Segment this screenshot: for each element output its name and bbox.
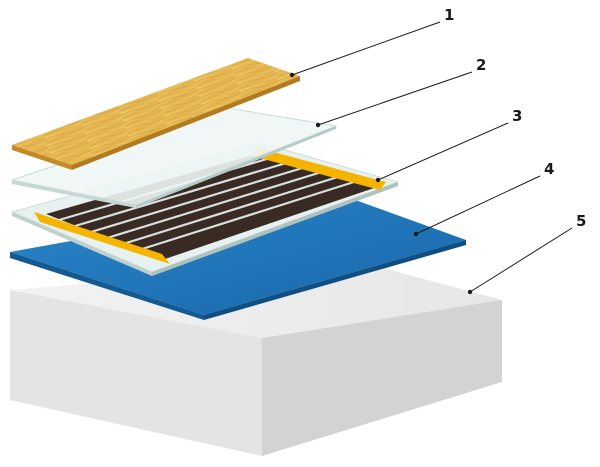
callout-number-5: 5 — [576, 212, 586, 230]
leader-5 — [469, 227, 573, 293]
insulation-layer — [10, 193, 466, 320]
leader-4 — [415, 175, 541, 235]
laminate-top-face — [12, 58, 300, 165]
callout-number-2: 2 — [476, 56, 486, 74]
concrete-side-face — [262, 300, 502, 456]
laminate-front-edge — [12, 145, 72, 170]
leader-dot-5 — [467, 289, 473, 295]
protective-film-front-edge — [12, 180, 136, 208]
callout-number-3: 3 — [512, 107, 522, 125]
protective-film-layer — [10, 107, 338, 208]
laminate-board-layer — [12, 58, 300, 170]
callout-numbers: 1 2 3 4 5 — [444, 6, 586, 230]
callout-number-4: 4 — [544, 160, 554, 178]
leader-2 — [317, 71, 473, 126]
callout-leaders — [289, 21, 573, 295]
insulation-side-edge — [204, 240, 466, 320]
concrete-front-face — [10, 290, 262, 456]
leader-dot-1 — [289, 72, 295, 78]
insulation-top-face — [10, 193, 466, 315]
leader-dot-4 — [413, 231, 419, 237]
leader-1 — [291, 21, 441, 76]
leader-dot-2 — [315, 122, 321, 128]
heating-film-side-edge — [152, 182, 398, 276]
copper-strip-back — [252, 148, 386, 190]
insulation-front-edge — [10, 252, 204, 320]
protective-film-side-edge — [136, 126, 336, 208]
leader-3 — [377, 122, 509, 181]
callout-number-1: 1 — [444, 6, 454, 24]
copper-strip-front — [34, 212, 170, 264]
heating-film-edge — [12, 212, 152, 276]
laminate-side-edge — [72, 76, 300, 170]
leader-dot-3 — [375, 177, 381, 183]
